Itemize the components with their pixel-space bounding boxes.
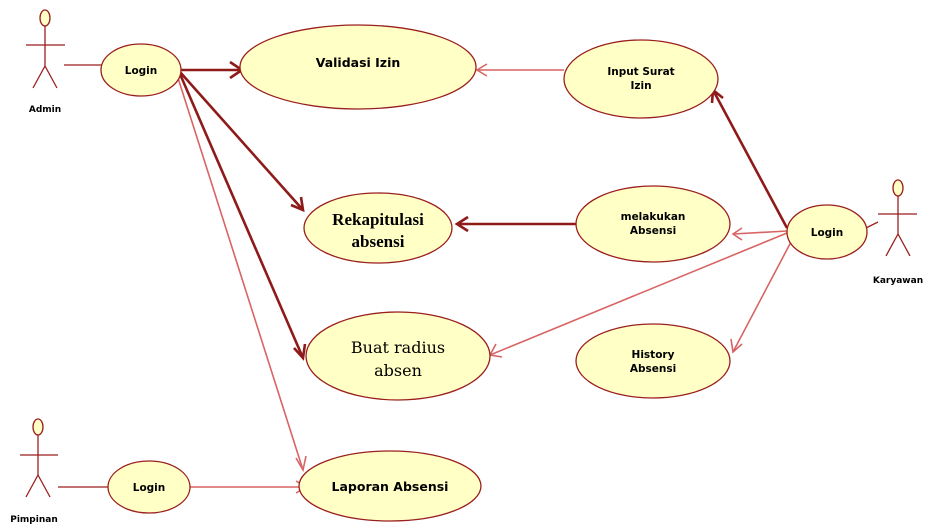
- usecase-label-line1: Rekapitulasi: [332, 210, 424, 229]
- usecase-label: Login: [125, 65, 158, 77]
- arrowhead: [731, 227, 743, 241]
- edge-login-radius: [178, 73, 305, 359]
- usecase-label-line2: absen: [374, 361, 422, 380]
- usecase-buat-radius-absen: Buat radius absen: [305, 311, 491, 401]
- actor-head-icon: [892, 179, 904, 197]
- usecase-label: Login: [811, 227, 844, 239]
- edge-klogin-history: [732, 239, 793, 353]
- usecase-rekapitulasi-absensi: Rekapitulasi absensi: [303, 192, 453, 264]
- usecase-label: Validasi Izin: [316, 55, 401, 70]
- arrowhead: [290, 196, 305, 213]
- actor-label: Pimpinan: [10, 515, 57, 525]
- actor-label: Karyawan: [873, 276, 923, 286]
- edge-klogin-melakukan: [732, 230, 788, 235]
- actor-head-icon: [39, 9, 51, 27]
- usecase-label-line2: absensi: [352, 232, 405, 251]
- usecase-label-line1: Buat radius: [351, 338, 445, 357]
- usecase-input-surat-izin: Input Surat Izin: [563, 39, 719, 119]
- usecase-label-line1: Input Surat: [607, 66, 674, 78]
- usecase-melakukan-absensi: melakukan Absensi: [575, 185, 731, 263]
- usecase-login-pimpinan: Login: [107, 460, 191, 514]
- actor-head-icon: [32, 418, 44, 436]
- usecase-label-line2: Absensi: [630, 225, 676, 237]
- usecase-laporan-absensi: Laporan Absensi: [298, 450, 482, 522]
- usecase-label-line2: Izin: [630, 80, 651, 92]
- actor-label: Admin: [29, 105, 61, 115]
- actor-pimpinan: Pimpinan: [10, 418, 58, 525]
- usecase-login-admin: Login: [100, 43, 182, 97]
- arrowhead: [293, 343, 307, 361]
- arrowhead: [295, 455, 307, 473]
- actor-admin: Admin: [26, 9, 65, 115]
- usecase-history-absensi: History Absensi: [575, 323, 731, 399]
- arrowhead: [454, 215, 469, 233]
- usecase-label-line1: History: [632, 349, 675, 361]
- arrowhead: [475, 63, 488, 77]
- edge-klogin-radius: [489, 232, 788, 356]
- usecase-label: Laporan Absensi: [332, 479, 449, 494]
- usecase-label: Login: [133, 482, 166, 494]
- usecase-validasi-izin: Validasi Izin: [239, 24, 477, 110]
- assoc-karyawan-login: [865, 221, 879, 229]
- usecase-login-karyawan: Login: [786, 204, 868, 260]
- edge-login-laporan: [177, 77, 304, 471]
- edge-login-rekap: [179, 71, 304, 211]
- usecase-label-line2: Absensi: [630, 363, 676, 375]
- arrowhead: [730, 338, 743, 354]
- usecase-label-line1: melakukan: [621, 211, 686, 223]
- edge-klogin-inputsurat: [711, 89, 789, 229]
- actor-karyawan: Karyawan: [873, 179, 923, 286]
